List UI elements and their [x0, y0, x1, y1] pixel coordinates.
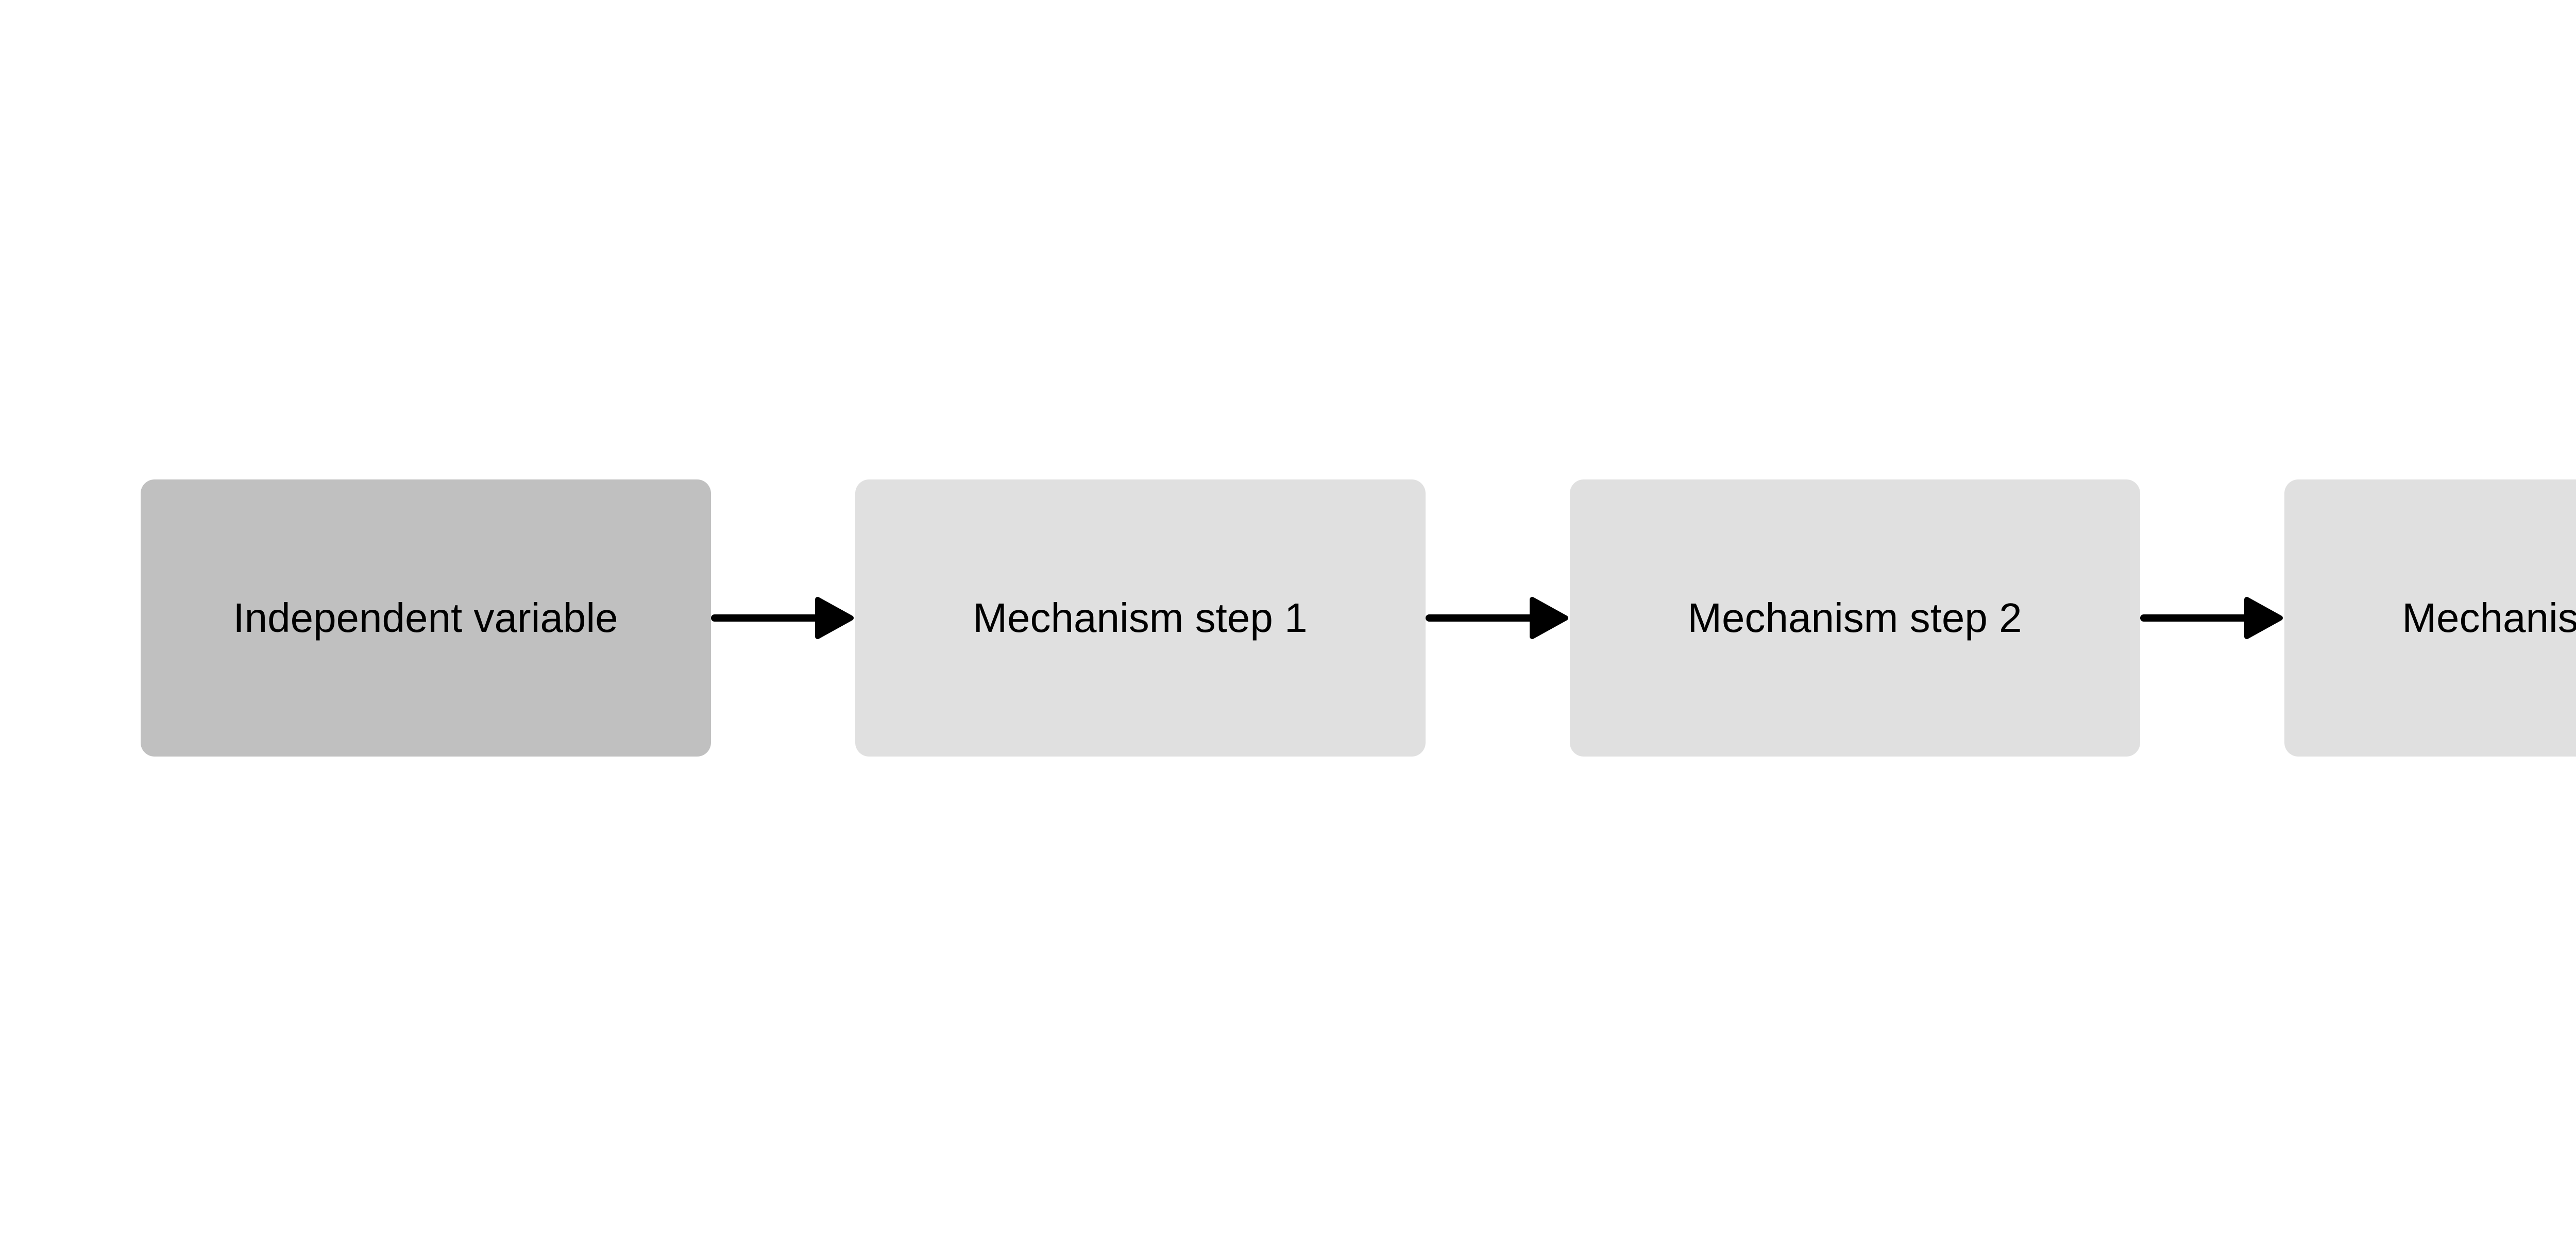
right-arrow-icon	[1425, 597, 1568, 639]
node-mechanism-step-1[interactable]: Mechanism step 1	[855, 479, 1426, 757]
flow-row: Independent variable Mechanism step 1 Me…	[140, 479, 2576, 757]
node-mechanism-step-2[interactable]: Mechanism step 2	[1569, 479, 2140, 757]
node-mechanism-step-3[interactable]: Mechanism step 3	[2284, 479, 2576, 757]
node-label-mechanism-step-1: Mechanism step 1	[973, 595, 1308, 641]
node-label-mechanism-step-2: Mechanism step 2	[1687, 595, 2022, 641]
right-arrow-icon	[2140, 597, 2283, 639]
node-label-independent-variable: Independent variable	[233, 595, 618, 641]
right-arrow-icon	[710, 597, 854, 639]
node-label-mechanism-step-3: Mechanism step 3	[2402, 595, 2576, 641]
node-independent-variable[interactable]: Independent variable	[140, 479, 711, 757]
